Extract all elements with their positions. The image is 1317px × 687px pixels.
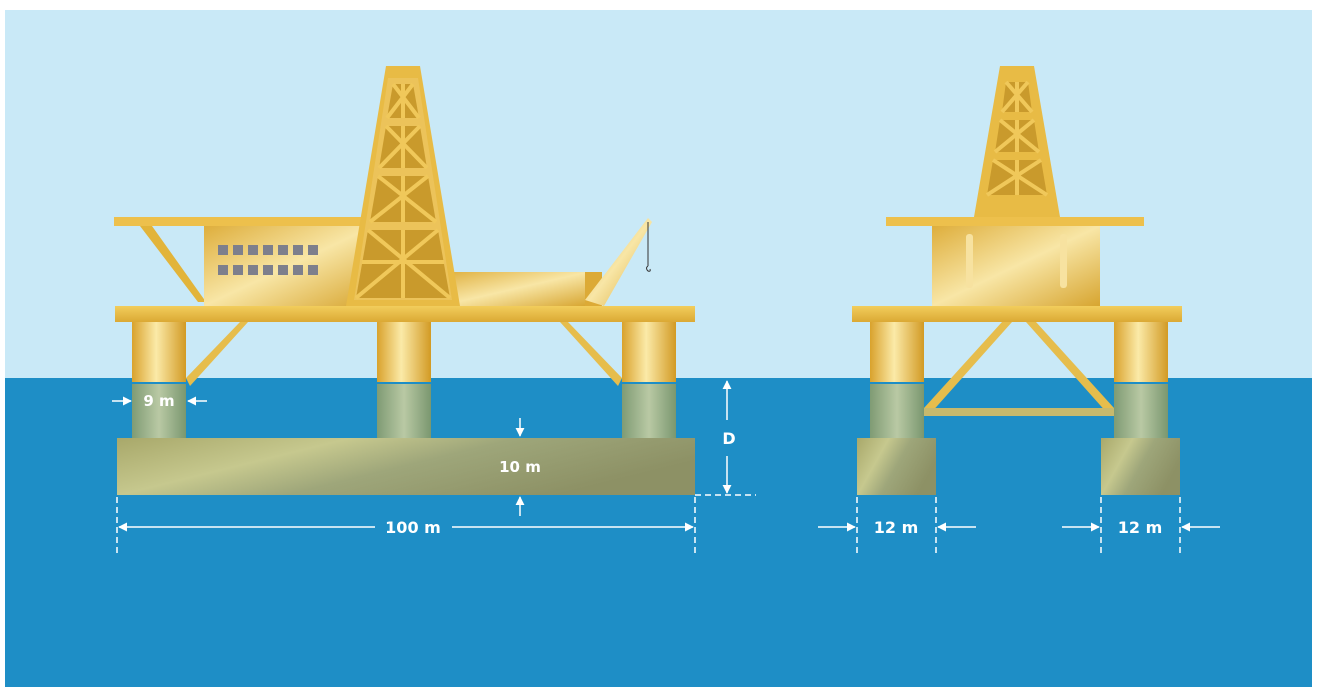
column-left-lower xyxy=(132,384,186,440)
pontoon-width-left-label: 12 m xyxy=(874,518,919,537)
column-middle-upper xyxy=(377,320,431,382)
windows xyxy=(218,245,318,275)
end-main-deck xyxy=(852,306,1182,322)
end-slot-b xyxy=(1060,234,1067,288)
end-horizontal-brace xyxy=(924,408,1114,416)
pontoon-width-right-label: 12 m xyxy=(1118,518,1163,537)
end-column-left-lower xyxy=(870,384,924,440)
end-brace-a xyxy=(924,322,1012,414)
brace-right xyxy=(560,322,622,386)
column-middle-lower xyxy=(377,384,431,440)
end-deckhouse xyxy=(932,226,1100,306)
draft-label: D xyxy=(722,429,735,448)
column-right-upper xyxy=(622,320,676,382)
end-upper-deck xyxy=(886,217,1144,226)
crane-boom xyxy=(585,218,652,306)
dimension-lines xyxy=(112,380,1220,557)
accommodation-block xyxy=(204,226,374,306)
derrick-side xyxy=(346,66,460,306)
pontoon-height-label: 10 m xyxy=(499,458,541,476)
column-left-upper xyxy=(132,320,186,382)
end-column-right-upper xyxy=(1114,320,1168,382)
end-pontoon-right xyxy=(1101,438,1180,495)
end-slot-a xyxy=(966,234,973,288)
end-column-left-upper xyxy=(870,320,924,382)
column-diameter-label: 9 m xyxy=(143,392,174,410)
end-pontoon-left xyxy=(857,438,936,495)
end-view-platform xyxy=(852,66,1182,495)
upper-deck xyxy=(114,217,370,226)
brace-left xyxy=(186,322,248,386)
pontoon-length-label: 100 m xyxy=(385,518,441,537)
pipe-deck xyxy=(440,272,588,306)
main-deck xyxy=(115,306,695,322)
derrick-end xyxy=(974,66,1060,217)
end-brace-b xyxy=(1026,322,1114,414)
side-view-platform xyxy=(114,66,695,495)
upper-deck-brace xyxy=(140,226,206,302)
column-right-lower xyxy=(622,384,676,440)
hook-icon xyxy=(646,265,651,272)
end-column-right-lower xyxy=(1114,384,1168,440)
pontoon xyxy=(117,438,695,495)
